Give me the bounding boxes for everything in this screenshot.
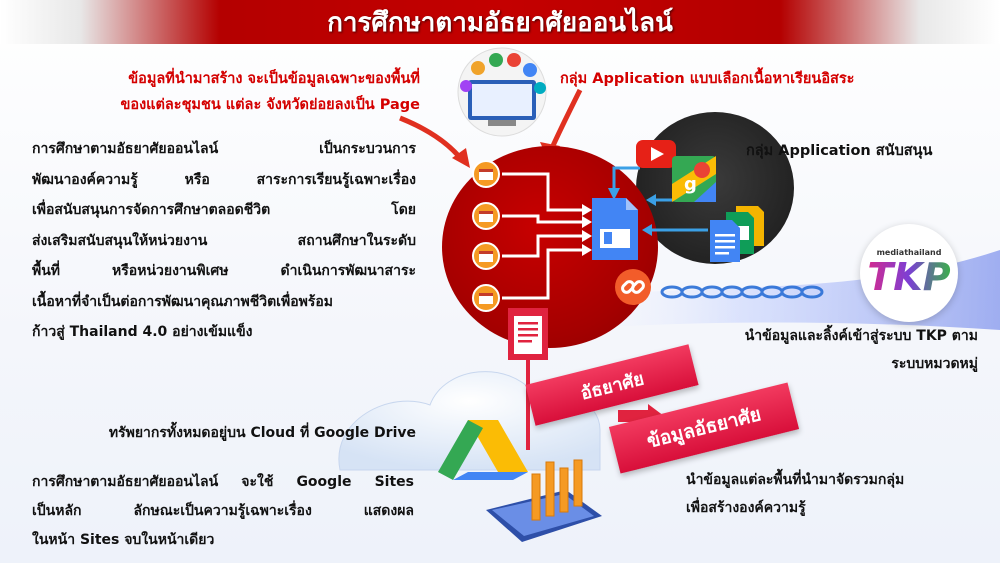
page-icon-3 — [472, 242, 500, 270]
collect-note: นำข้อมูลแต่ละพื้นที่นำมาจัดรวมกลุ่ม เพื่… — [686, 466, 976, 522]
intro-line-5: พื้นที่ หรือหน่วยงานพิเศษ ดำเนินการพัฒนา… — [32, 263, 416, 279]
google-sites-icon — [592, 198, 638, 260]
title-bar: การศึกษาตามอัธยาศัยออนไลน์ — [0, 0, 1000, 44]
intro-line-7: ก้าวสู่ Thailand 4.0 อย่างเข้มแข็ง — [32, 324, 253, 340]
page-icon-1 — [472, 160, 500, 188]
svg-text:g: g — [684, 174, 697, 195]
sites-line-1: การศึกษาตามอัธยาศัยออนไลน์ จะใช้ Google … — [32, 474, 414, 490]
app-group-support-label: กลุ่ม Application สนับสนุน — [746, 143, 933, 159]
intro-line-3: เพื่อสนับสนุนการจัดการศึกษาตลอดชีวิต โดย — [32, 202, 416, 218]
youtube-icon — [636, 140, 676, 168]
google-drive-icon — [438, 420, 528, 480]
tkp-logo-text: TKP — [867, 254, 951, 299]
tkp-note: นำข้อมูลและลิ้งค์เข้าสู่ระบบ TKP ตาม ระบ… — [700, 322, 978, 378]
computer-apps-icon — [457, 47, 547, 137]
google-docs-icon — [710, 206, 764, 262]
page-title: การศึกษาตามอัธยาศัยออนไลน์ — [327, 7, 673, 38]
tkp-note-line-1: นำข้อมูลและลิ้งค์เข้าสู่ระบบ TKP ตาม — [744, 328, 978, 344]
page-icon-4 — [472, 284, 500, 312]
google-maps-icon: g — [672, 156, 716, 202]
intro-line-2: พัฒนาองค์ความรู้ หรือ สาระการเรียนรู้เฉพ… — [32, 171, 416, 188]
page-icon-2 — [472, 202, 500, 230]
sites-line-3: ในหน้า Sites จบในหน้าเดียว — [32, 532, 215, 548]
intro-line-1: การศึกษาตามอัธยาศัยออนไลน์ เป็นกระบวนการ — [32, 141, 416, 157]
sites-paragraph: การศึกษาตามอัธยาศัยออนไลน์ จะใช้ Google … — [32, 468, 414, 555]
data-source-line-1: ข้อมูลที่นำมาสร้าง จะเป็นข้อมูลเฉพาะของพ… — [128, 71, 420, 87]
tkp-logo-small-text: mediathailand — [876, 247, 942, 257]
tkp-logo: mediathailand TKP — [860, 224, 958, 322]
chain-link-icon — [615, 269, 651, 305]
intro-line-4: ส่งเสริมสนับสนุนให้หน่วยงาน สถานศึกษาในร… — [32, 232, 416, 249]
intro-line-6: เนื้อหาที่จำเป็นต่อการพัฒนาคุณภาพชีวิตเพ… — [32, 293, 333, 310]
data-source-note: ข้อมูลที่นำมาสร้าง จะเป็นข้อมูลเฉพาะของพ… — [40, 66, 420, 118]
bar-chart-tablet-icon — [486, 459, 602, 542]
document-icon — [508, 308, 548, 450]
collect-note-line-2: เพื่อสร้างองค์ความรู้ — [686, 500, 806, 516]
tkp-note-line-2: ระบบหมวดหมู่ — [891, 356, 978, 372]
app-group-free-label: กลุ่ม Application แบบเลือกเนื้อหาเรียนอิ… — [560, 71, 855, 87]
cloud-note: ทรัพยากรทั้งหมดอยู่บน Cloud ที่ Google D… — [108, 425, 416, 441]
intro-paragraph: การศึกษาตามอัธยาศัยออนไลน์ เป็นกระบวนการ… — [32, 134, 416, 348]
data-source-line-2: ของแต่ละชุมชน แต่ละ จังหวัดย่อยลงเป็น Pa… — [120, 97, 420, 113]
sites-line-2: เป็นหลัก ลักษณะเป็นความรู้เฉพาะเรื่อง แส… — [32, 503, 414, 519]
collect-note-line-1: นำข้อมูลแต่ละพื้นที่นำมาจัดรวมกลุ่ม — [686, 472, 905, 488]
